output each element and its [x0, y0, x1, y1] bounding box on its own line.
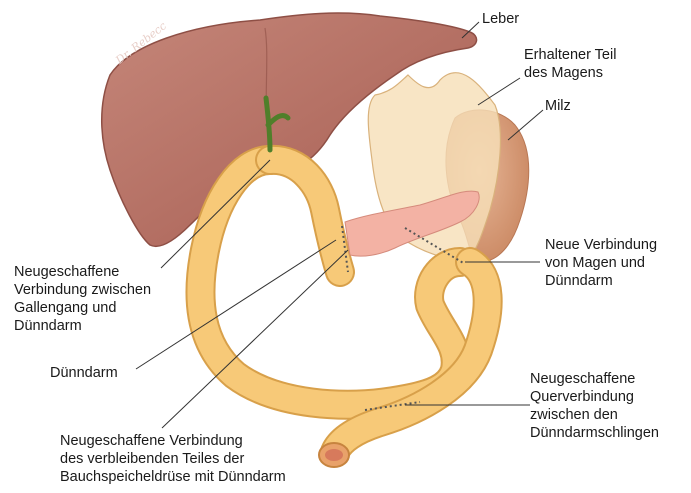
label-spleen: Milz	[545, 97, 571, 115]
label-gastro-jejunal: Neue Verbindung von Magen und Dünndarm	[545, 236, 657, 290]
label-small-intestine: Dünndarm	[50, 364, 118, 382]
label-bile-duct: Neugeschaffene Verbindung zwischen Galle…	[14, 263, 151, 335]
label-cross-connection: Neugeschaffene Querverbindung zwischen d…	[530, 370, 659, 442]
label-liver: Leber	[482, 10, 519, 28]
label-stomach: Erhaltener Teil des Magens	[524, 46, 616, 82]
label-pancreas: Neugeschaffene Verbindung des verbleiben…	[60, 432, 286, 486]
